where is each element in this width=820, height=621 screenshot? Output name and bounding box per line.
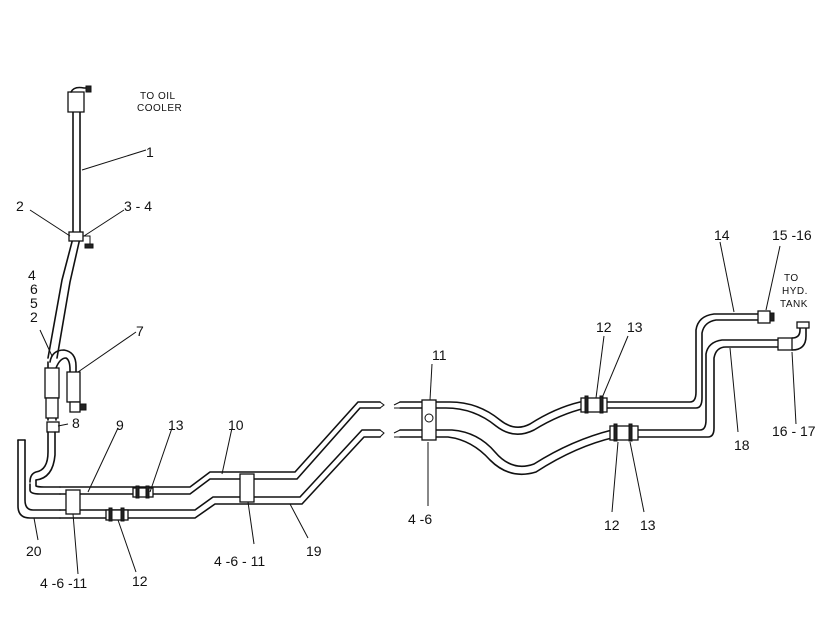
to-oil-cooler-note: TO OIL COOLER	[137, 91, 182, 114]
main-lines-left	[59, 401, 385, 522]
leader-lines	[29, 149, 797, 575]
callout-20: 20	[26, 543, 42, 559]
callout-labels: 1 2 3 - 4 4 6 5 2 7 8 9 13 10 20 4 -6 -1…	[16, 144, 816, 591]
callout-2: 2	[16, 198, 24, 214]
callout-12-upper: 12	[596, 319, 612, 335]
left-elbow-line	[17, 431, 61, 519]
callout-8: 8	[72, 415, 80, 431]
callout-7: 7	[136, 323, 144, 339]
svg-text:TO: TO	[784, 273, 799, 284]
to-hyd-tank-note: TO HYD. TANK	[780, 273, 808, 310]
callout-19: 19	[306, 543, 322, 559]
svg-text:COOLER: COOLER	[137, 103, 182, 114]
callout-12-left: 12	[132, 573, 148, 589]
callout-14: 14	[714, 227, 730, 243]
callout-13-left: 13	[168, 417, 184, 433]
callout-1: 1	[146, 144, 154, 160]
svg-text:TANK: TANK	[780, 299, 808, 310]
svg-text:HYD.: HYD.	[782, 286, 808, 297]
callout-18: 18	[734, 437, 750, 453]
callout-3-4: 3 - 4	[124, 198, 152, 214]
callout-6: 6	[30, 281, 38, 297]
callout-12-lower: 12	[604, 517, 620, 533]
u-loop-line	[44, 349, 87, 433]
callout-5: 5	[30, 295, 38, 311]
callout-15-16: 15 -16	[772, 227, 812, 243]
callout-4-6-11-left: 4 -6 -11	[40, 575, 87, 591]
svg-text:TO OIL: TO OIL	[140, 91, 176, 102]
callout-4-6: 4 -6	[408, 511, 432, 527]
oil-cooler-line	[47, 85, 94, 359]
callout-10: 10	[228, 417, 244, 433]
callout-13-lower: 13	[640, 517, 656, 533]
callout-11: 11	[432, 347, 447, 363]
callout-16-17: 16 - 17	[772, 423, 816, 439]
main-lines-right	[393, 310, 810, 476]
callout-9: 9	[116, 417, 124, 433]
callout-13-upper: 13	[627, 319, 643, 335]
callout-2-lower: 2	[30, 309, 38, 325]
callout-4: 4	[28, 267, 36, 283]
callout-4-6-11-mid: 4 -6 - 11	[214, 553, 265, 569]
